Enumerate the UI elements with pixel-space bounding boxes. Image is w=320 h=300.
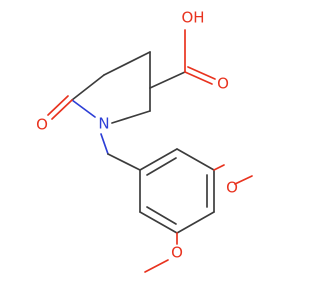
bond-o1-me <box>234 175 253 185</box>
bond-ar1-ar2 <box>139 148 178 171</box>
bond-ar2-ar3 <box>176 148 215 171</box>
bond-n1-ch2 <box>100 133 109 155</box>
meta-methoxy-oxygen-label: O <box>171 244 183 262</box>
para-methoxy-oxygen-label: O <box>226 179 238 197</box>
bond-c2-n1 <box>111 110 151 124</box>
bond-c6-o-a <box>51 99 73 120</box>
bonds <box>47 29 253 273</box>
bond-ar5-ar6 <box>139 211 178 234</box>
chemical-structure-diagram: OH O O N O O <box>36 9 253 273</box>
bond-ar5-ar6-inner <box>146 206 177 225</box>
bond-o2-me <box>144 259 169 273</box>
atom-labels: OH O O N O O <box>36 9 238 262</box>
carboxyl-oxygen-label: O <box>217 75 229 93</box>
bond-c5-c4 <box>103 51 151 76</box>
bond-ar4-o1 <box>213 164 225 171</box>
bond-c6-o-b <box>47 95 69 116</box>
amide-oxygen-label: O <box>36 116 48 134</box>
bond-c6-c5 <box>71 74 105 101</box>
bond-carboxyl-o-b <box>187 66 216 80</box>
bond-n1-c6 <box>71 99 96 118</box>
bond-ch2-aryl <box>107 153 141 171</box>
hydroxyl-label: OH <box>181 9 204 27</box>
bond-carboxyl-o-a <box>184 71 213 85</box>
bond-c3-carboxyl <box>149 71 186 89</box>
ring-nitrogen-label: N <box>98 115 109 133</box>
bond-ar4-ar5 <box>176 211 215 234</box>
bond-ar1-ar2-inner <box>146 157 177 176</box>
